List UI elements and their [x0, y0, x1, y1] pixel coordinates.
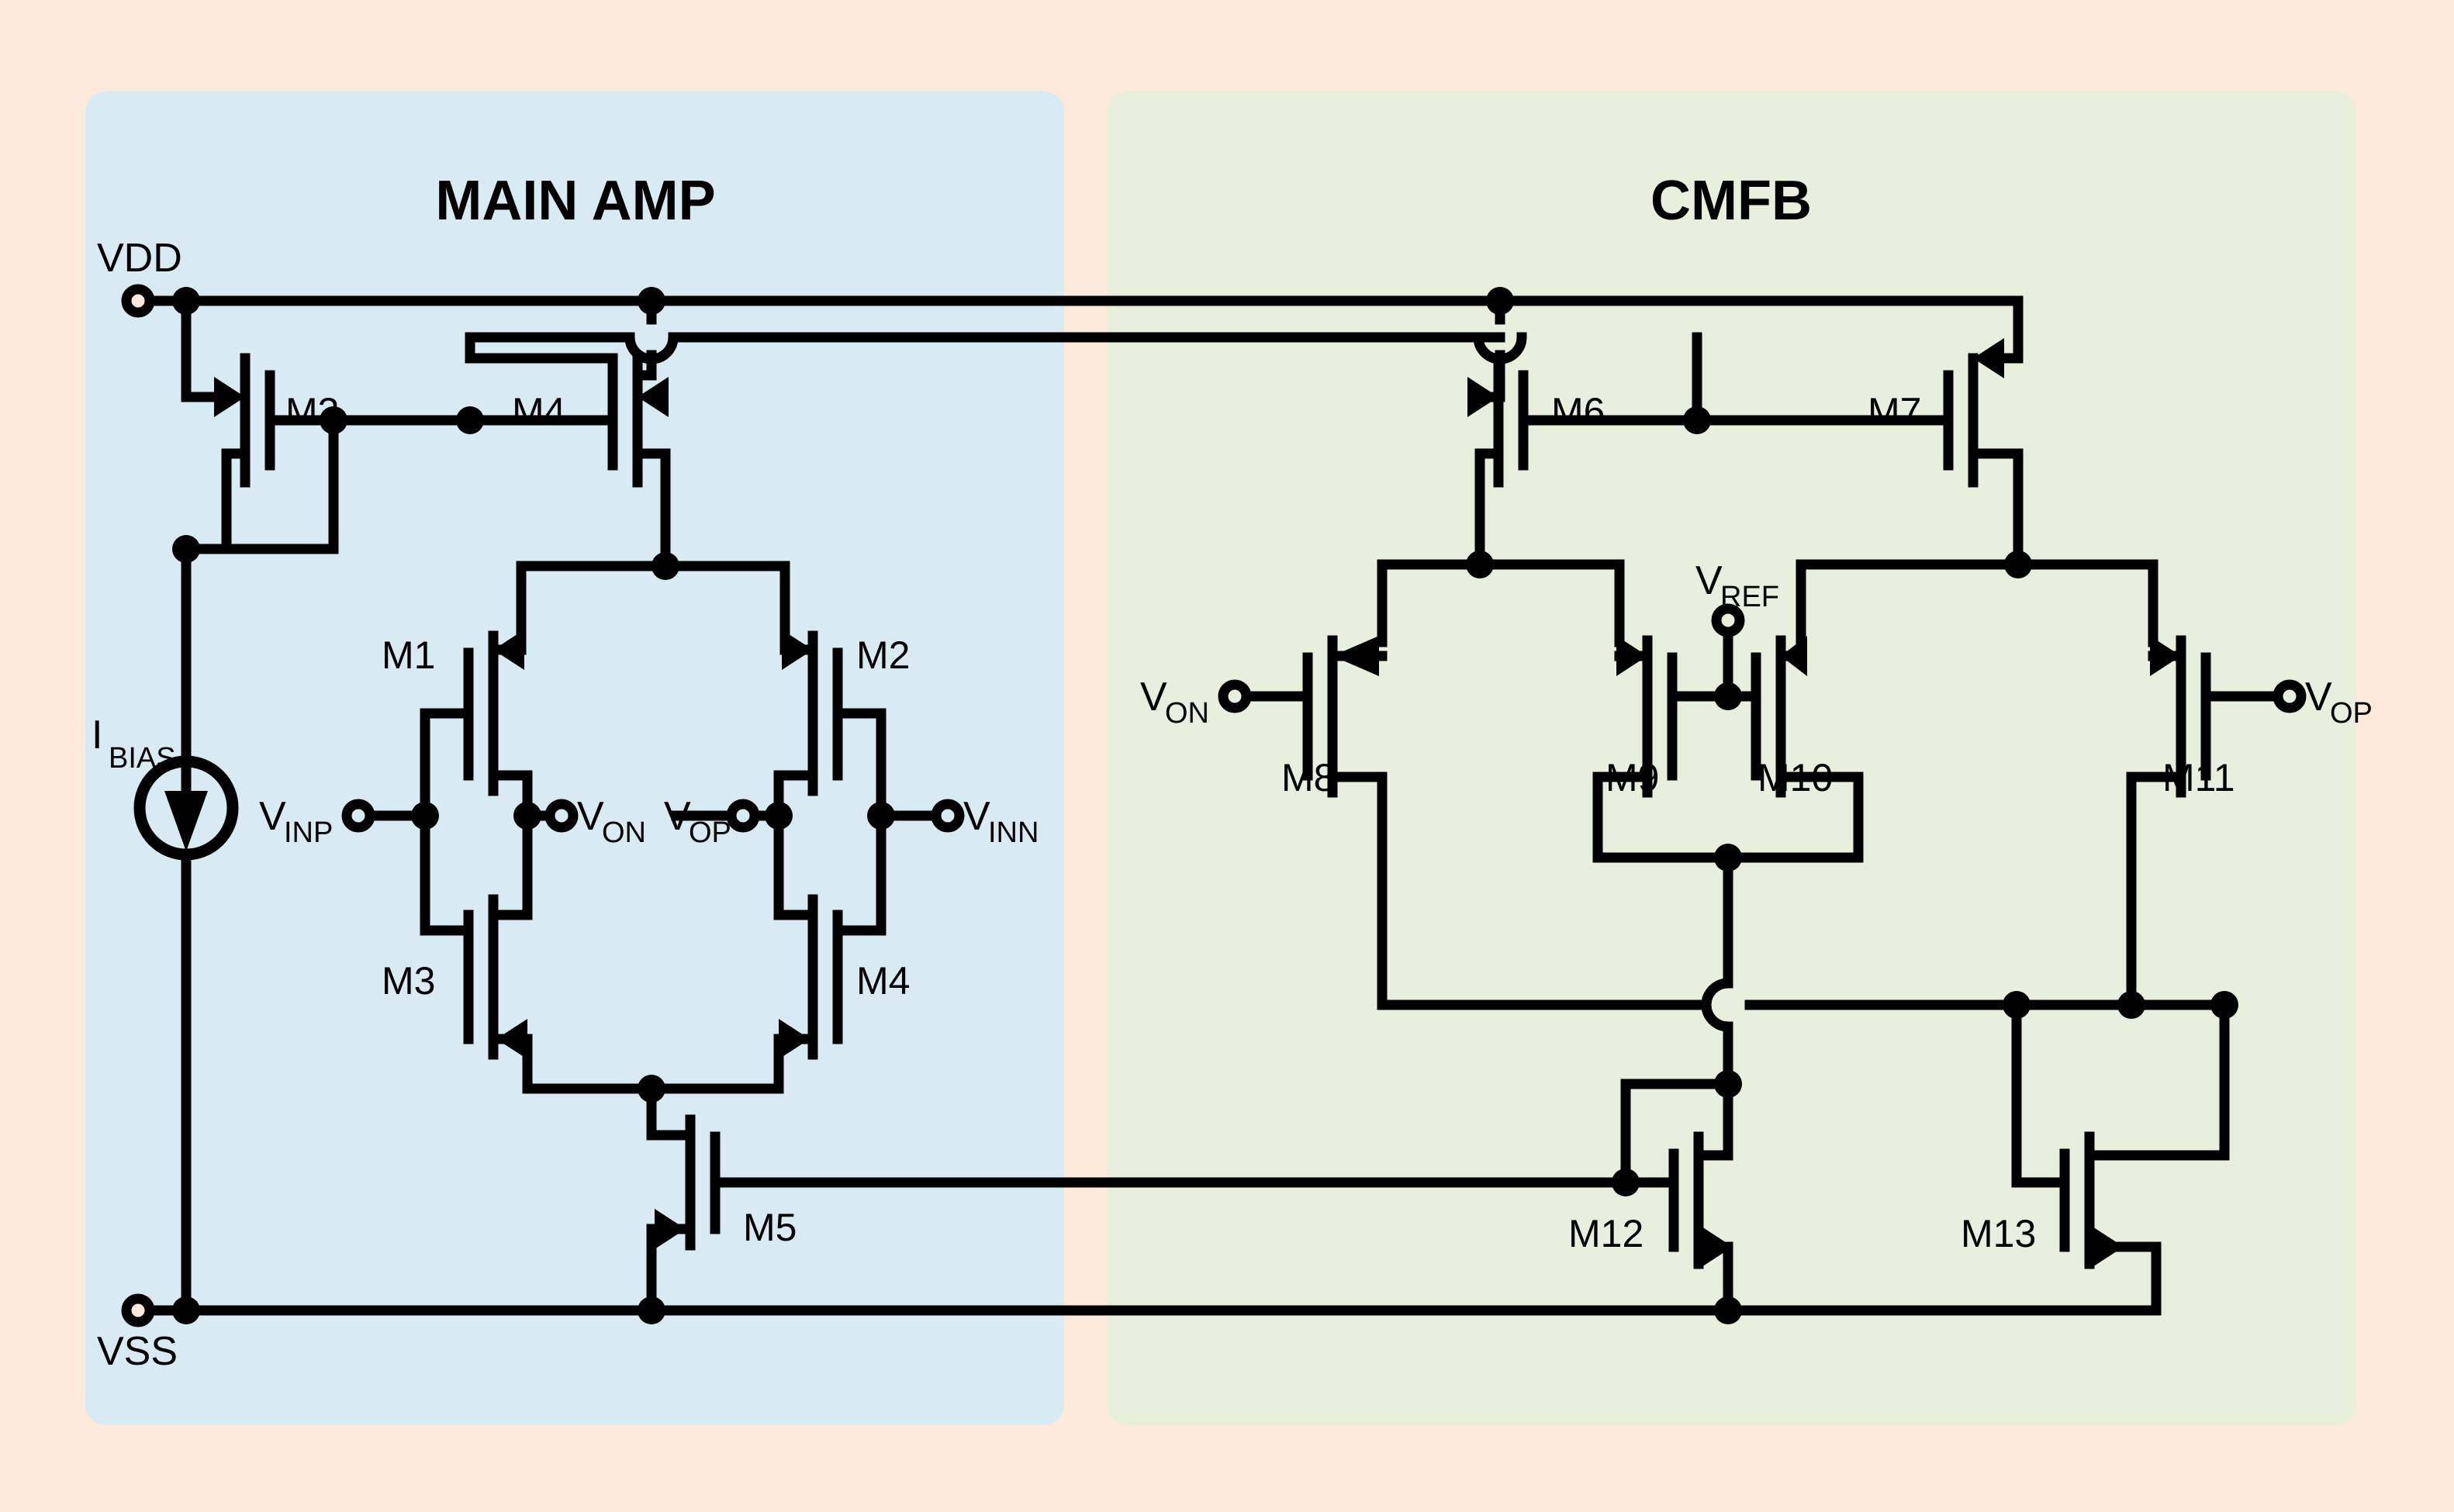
vop-main-pin[interactable] [726, 799, 760, 833]
vref-label: V [1695, 558, 1723, 603]
vinn-sub: INN [988, 816, 1039, 849]
m3-in-label: M3 [382, 959, 435, 1003]
von-main-sub: ON [602, 816, 646, 849]
dot-m13-drain-corner [2210, 991, 2238, 1019]
dot-vss-m5 [638, 1296, 665, 1324]
vinp-label: V [259, 794, 286, 839]
dot-vop-main [765, 802, 793, 830]
dot-tail-node [638, 1075, 665, 1103]
dot-von-main [513, 802, 541, 830]
m6-pmos-arrow [1467, 377, 1498, 417]
current-source-arrowhead [164, 791, 208, 851]
m3-top-label: M3 [285, 390, 339, 433]
m2-label: M2 [856, 633, 910, 677]
m1-pmos-arrow [493, 630, 524, 670]
vdd-label: VDD [97, 236, 182, 281]
m8-label: M8 [1281, 756, 1335, 799]
ibias-sub: BIAS [109, 742, 176, 775]
von-cmfb-pin[interactable] [1218, 679, 1252, 713]
von-cmfb-sub: ON [1165, 697, 1209, 730]
m5-label: M5 [743, 1206, 797, 1249]
cmfb-title: CMFB [1650, 170, 1812, 232]
dot-vdd-left [172, 287, 200, 315]
vss-pin[interactable] [121, 1293, 155, 1327]
m4-top-label: M4 [512, 390, 565, 433]
vop-cmfb-label: V [2305, 675, 2332, 720]
von-main-pin[interactable] [544, 799, 579, 833]
m10-label: M10 [1758, 756, 1833, 799]
vref-pin[interactable] [1711, 603, 1745, 637]
vop-main-sub: OP [689, 816, 731, 849]
m4top-pmos-arrow [638, 377, 669, 417]
transistor-arrows [214, 338, 2181, 1267]
wire-hop-vdd-cmfbline-left [624, 332, 679, 364]
dot-m12-gate-bus [1612, 1169, 1640, 1196]
label-layer: VDD VSS I BIAS M3 M4 M1 M2 M3 M4 M5 M6 M… [92, 236, 2373, 1374]
ibias-current-source [133, 755, 239, 861]
m7-label: M7 [1868, 390, 1921, 433]
dot-vdd-m4 [638, 287, 665, 315]
vss-label: VSS [97, 1329, 178, 1374]
dot-vss-m12 [1714, 1296, 1742, 1324]
m2-pmos-arrow [782, 630, 813, 670]
dot-m1m2-source [652, 552, 679, 580]
dot-m3top-gate [320, 406, 347, 434]
von-main-label: V [577, 794, 604, 839]
main-amp-panel [85, 91, 1064, 1425]
m12-label: M12 [1568, 1212, 1643, 1255]
m3top-pmos-arrow [214, 377, 245, 417]
dot-vss-left [172, 1296, 200, 1324]
dot-cmfb-gate-bus [1683, 406, 1711, 434]
m9-pmos-arrow [1616, 636, 1647, 676]
dot-m7-drain [2004, 551, 2032, 578]
dot-m11-drain-bus [2117, 991, 2145, 1019]
junction-dots [172, 287, 2238, 1324]
m9-label: M9 [1605, 756, 1659, 799]
m4-in-label: M4 [856, 959, 910, 1003]
m6-label: M6 [1551, 390, 1605, 433]
dot-m12-diode [1714, 1070, 1742, 1098]
dot-vdd-m6 [1486, 287, 1514, 315]
dot-vinp [411, 802, 439, 830]
m12-nmos-arrow [1702, 1227, 1733, 1267]
vinn-label: V [963, 794, 990, 839]
m13-nmos-arrow [2093, 1227, 2124, 1267]
m7-pmos-arrow [1973, 338, 2004, 378]
terminal-pins-cmfb [1218, 603, 2307, 713]
terminal-pins [121, 284, 155, 1327]
dot-m9m10-drain [1714, 844, 1742, 872]
m1-label: M1 [382, 633, 435, 677]
m8-pmos-arrow [1332, 636, 1379, 676]
m11-pmos-arrow [2150, 636, 2181, 676]
dot-m6-drain [1466, 551, 1494, 578]
m13-label: M13 [1961, 1212, 2036, 1255]
dot-m13-gate-tap [2003, 991, 2031, 1019]
vref-sub: REF [1720, 581, 1779, 613]
m10-pmos-arrow [1781, 636, 1807, 676]
terminal-pins-main [341, 799, 965, 833]
m3in-nmos-arrow [496, 1019, 527, 1059]
cmfb-panel [1108, 91, 2356, 1425]
m11-label: M11 [2162, 756, 2235, 799]
dot-m4top-gate [456, 406, 484, 434]
vop-cmfb-sub: OP [2330, 697, 2373, 730]
m4in-nmos-arrow [779, 1019, 810, 1059]
ibias-label: I [92, 713, 102, 758]
m5-nmos-arrow [655, 1209, 686, 1249]
vinn-pin[interactable] [931, 799, 965, 833]
main-amp-title: MAIN AMP [435, 170, 715, 232]
vdd-pin[interactable] [121, 284, 155, 318]
von-cmfb-label: V [1140, 675, 1167, 720]
vop-cmfb-pin[interactable] [2273, 679, 2307, 713]
dot-vinn [867, 802, 895, 830]
dot-vref-node [1714, 682, 1742, 710]
vop-main-label: V [664, 794, 691, 839]
dot-bias-node [172, 535, 200, 563]
vinp-sub: INP [284, 816, 333, 849]
vinp-pin[interactable] [341, 799, 375, 833]
